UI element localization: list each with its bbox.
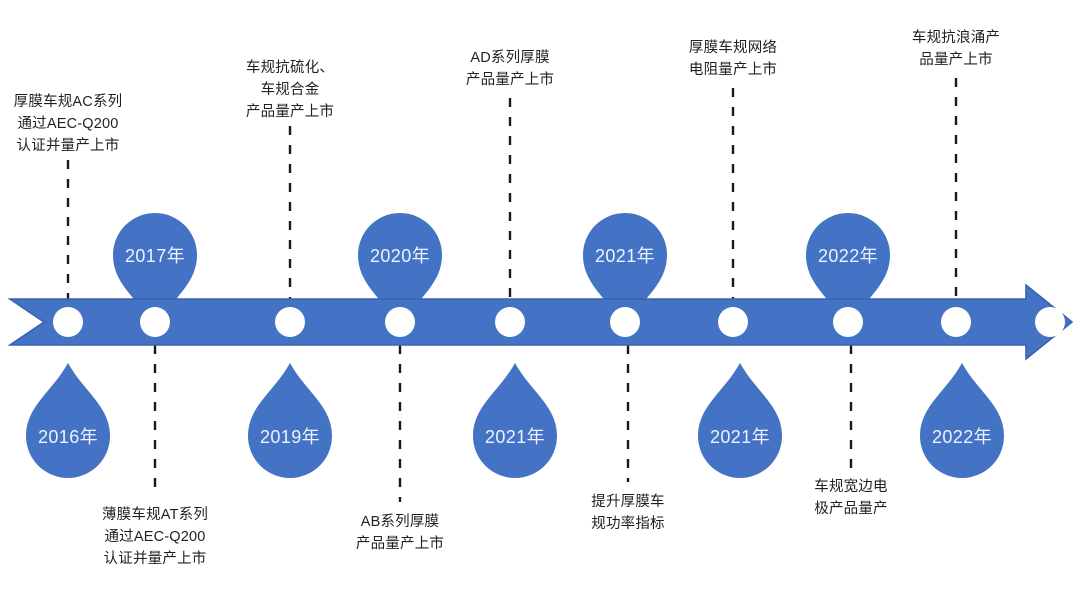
milestone-callout-m13: 厚膜车规网络 电阻量产上市 — [688, 40, 778, 78]
milestone-callout-m1: 厚膜车规AC系列 通过AEC-Q200 认证并量产上市 — [13, 94, 123, 154]
milestone-callout-m12: 提升厚膜车 规功率指标 — [591, 494, 665, 532]
milestone-callout-m8: AB系列厚膜 产品量产上市 — [355, 514, 445, 552]
milestone-callout-m9: AD系列厚膜 产品量产上市 — [465, 50, 555, 88]
milestone-callout-m5: 车规抗硫化、 车规合金 产品量产上市 — [245, 60, 335, 120]
leader-lines-group — [66, 78, 958, 502]
timeline-bar-group — [7, 283, 1074, 361]
milestone-callout-m16: 车规宽边电 极产品量产 — [814, 479, 888, 517]
milestone-callout-m4: 薄膜车规AT系列 通过AEC-Q200 认证并量产上市 — [101, 507, 209, 567]
milestone-callout-m17: 车规抗浪涌产 品量产上市 — [911, 30, 1001, 68]
droplet-markers-group — [26, 363, 1004, 478]
